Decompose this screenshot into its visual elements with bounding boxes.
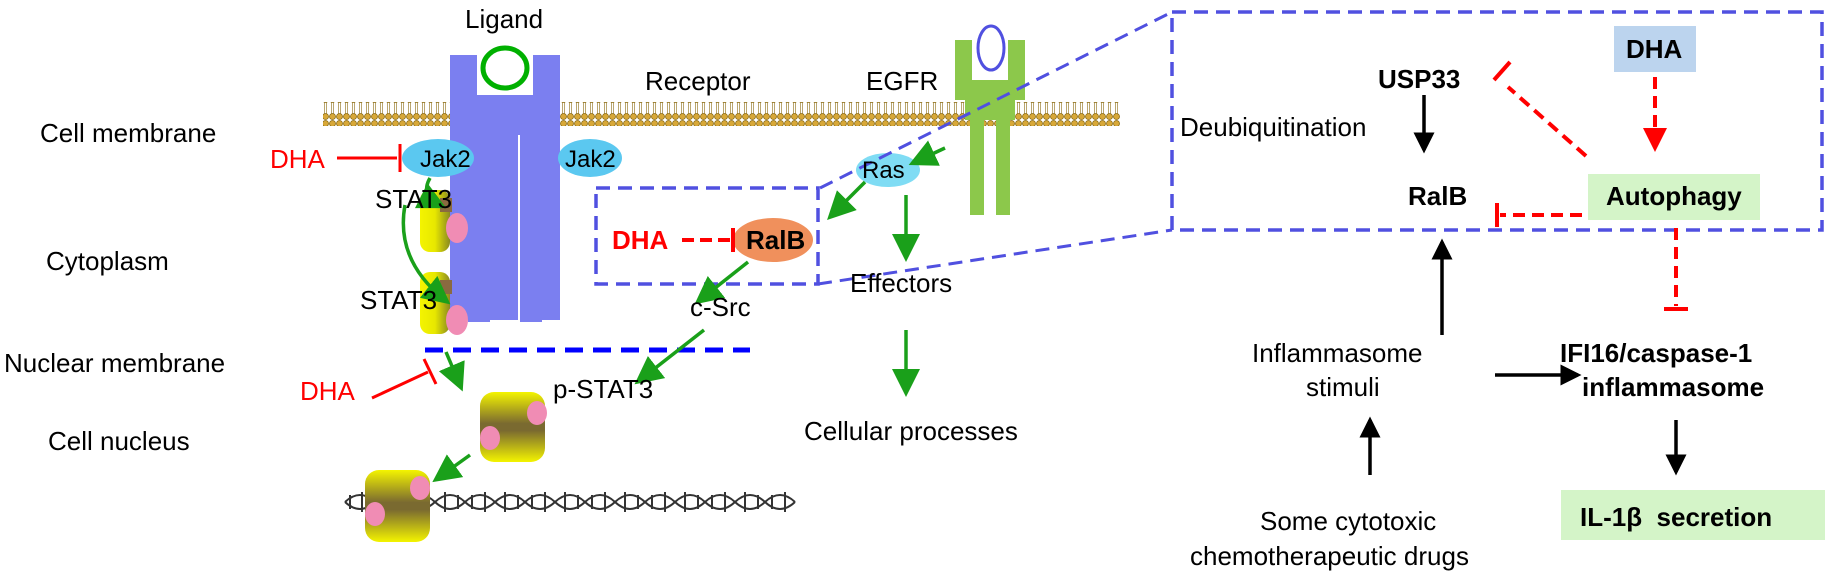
dha-inhibition-jak2 [337, 144, 402, 172]
deubiquitination-label: Deubiquitination [1180, 112, 1366, 142]
activation-arrows-left [401, 140, 946, 483]
autophagy-inhibit-inflammasome [1664, 228, 1688, 311]
stat3-label-2: STAT3 [360, 285, 437, 315]
stat3-label-1: STAT3 [375, 184, 452, 214]
cellular-processes-label: Cellular processes [804, 416, 1018, 446]
receptor-label: Receptor [645, 66, 751, 96]
c-src-label: c-Src [690, 292, 751, 322]
nuclear-membrane-label: Nuclear membrane [4, 348, 225, 378]
autophagy-box [1588, 174, 1760, 220]
autophagy-inhibit-usp33 [1492, 60, 1588, 158]
autophagy-mechanism-box [1170, 10, 1824, 232]
dha-label-1: DHA [270, 144, 326, 174]
egfr-ligand [976, 24, 1006, 72]
p-stat3-label: p-STAT3 [553, 374, 653, 404]
autophagy-inhibit-ralb [1495, 203, 1582, 227]
cell-nucleus-label: Cell nucleus [48, 426, 190, 456]
black-arrows [1359, 95, 1687, 476]
ligand-label: Ligand [465, 4, 543, 34]
dha-inhibition-ralb [682, 228, 735, 252]
dna-bound-dimer [365, 470, 430, 542]
drugs-label-1: Some cytotoxic [1260, 506, 1436, 536]
dha-label-2: DHA [612, 225, 669, 255]
drugs-label-2: chemotherapeutic drugs [1190, 541, 1469, 571]
jak2-left [402, 139, 474, 177]
ralb-label-right: RalB [1408, 181, 1467, 211]
il1b-label: IL-1β secretion [1580, 502, 1772, 532]
jak2-label-right: Jak2 [565, 146, 616, 173]
il1b-box [1561, 490, 1825, 540]
inflammasome-stimuli-label-1: Inflammasome [1252, 338, 1423, 368]
p-stat3-dimer [480, 392, 547, 462]
egfr-receptor [955, 40, 1025, 215]
inflammasome-stimuli-label-2: stimuli [1306, 372, 1380, 402]
ralb-left [733, 218, 813, 262]
jak2-label-left: Jak2 [420, 146, 471, 173]
dha-label-right: DHA [1626, 34, 1683, 64]
dha-box [1614, 26, 1696, 72]
dha-inhibition-nucleus [371, 358, 438, 400]
zoom-line-bottom [817, 228, 1173, 286]
ras-label: Ras [862, 157, 905, 184]
dha-label-3: DHA [300, 376, 356, 406]
ralb-label-left: RalB [746, 225, 805, 255]
cytoplasm-label: Cytoplasm [46, 246, 169, 276]
ifi16-label-1: IFI16/caspase-1 [1560, 338, 1752, 368]
ras [856, 153, 920, 187]
cell-membrane-label: Cell membrane [40, 118, 216, 148]
ligand [480, 45, 530, 91]
ifi16-label-2: inflammasome [1582, 372, 1764, 402]
autophagy-label: Autophagy [1606, 181, 1742, 211]
jak2-right [558, 139, 622, 177]
effectors-label: Effectors [850, 268, 952, 298]
egfr-label: EGFR [866, 66, 938, 96]
usp33-label: USP33 [1378, 64, 1460, 94]
